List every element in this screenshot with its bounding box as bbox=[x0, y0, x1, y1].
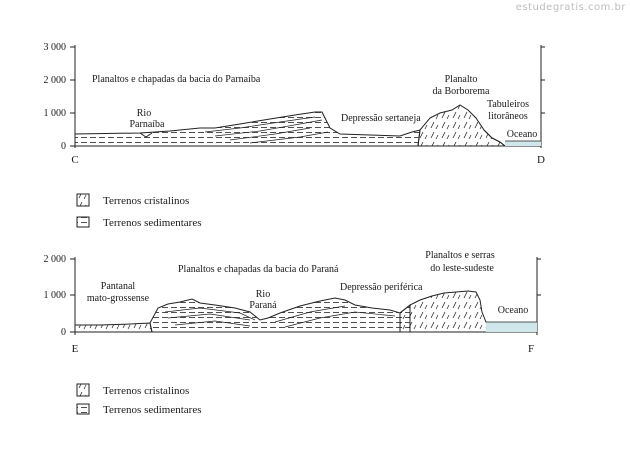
y-tick-0-b: 0 bbox=[61, 327, 66, 338]
legend-label-cristalinos-2: Terrenos cristalinos bbox=[103, 385, 189, 397]
legend-1: Terrenos cristalinos Terrenos sedimentar… bbox=[76, 193, 202, 229]
y-tick-2000-b: 2 000 bbox=[44, 254, 67, 265]
legend-label-sedimentares-1: Terrenos sedimentares bbox=[103, 217, 202, 229]
sedimentary-terrain-2 bbox=[149, 297, 411, 333]
watermark: estudegratis.com.br bbox=[515, 2, 626, 13]
label-planaltos-parnaiba: Planaltos e chapadas da bacia do Parnaíb… bbox=[92, 74, 261, 85]
y-tick-1000-b: 1 000 bbox=[44, 290, 67, 301]
label-planaltos-parana: Planaltos e chapadas da bacia do Paraná bbox=[178, 264, 339, 275]
label-oceano-2: Oceano bbox=[498, 305, 529, 316]
legend-label-cristalinos-1: Terrenos cristalinos bbox=[103, 195, 189, 207]
label-pantanal-1: Pantanal bbox=[101, 281, 136, 292]
coastal-tableland-1 bbox=[483, 129, 506, 147]
legend-label-sedimentares-2: Terrenos sedimentares bbox=[103, 404, 202, 416]
legend-swatch-sedimentares-1 bbox=[76, 216, 90, 228]
legend-swatch-cristalinos-1 bbox=[76, 193, 90, 207]
y-tick-2000: 2 000 bbox=[44, 75, 67, 86]
legend-2: Terrenos cristalinos Terrenos sedimentar… bbox=[76, 383, 202, 416]
endpoint-c: C bbox=[71, 154, 78, 166]
endpoint-e: E bbox=[72, 343, 79, 355]
label-borborema-2: da Borborema bbox=[433, 86, 490, 97]
legend-swatch-cristalinos-2 bbox=[76, 383, 90, 397]
plateau-layers-1 bbox=[204, 116, 329, 144]
y-tick-0: 0 bbox=[61, 141, 66, 152]
pantanal-basement bbox=[74, 322, 153, 333]
ocean-1 bbox=[505, 141, 541, 146]
label-borborema-1: Planalto bbox=[445, 74, 478, 85]
label-serras-1: Planaltos e serras bbox=[425, 250, 495, 261]
label-oceano-1: Oceano bbox=[507, 129, 538, 140]
ocean-2 bbox=[486, 322, 537, 332]
label-rio-parnaiba-2: Parnaíba bbox=[130, 119, 166, 130]
endpoint-f: F bbox=[528, 343, 534, 355]
legend-swatch-sedimentares-2 bbox=[76, 403, 90, 415]
profile-e-f: 2 000 1 000 0 Pantanal mato-grossense Pl… bbox=[44, 250, 541, 355]
label-rio-parnaiba-1: Rio bbox=[137, 108, 151, 119]
label-serras-2: do leste-sudeste bbox=[430, 263, 494, 274]
label-depressao-sertaneja: Depressão sertaneja bbox=[341, 113, 421, 124]
plateau-layers-2 bbox=[164, 305, 396, 328]
label-tabuleiros-2: litorâneos bbox=[488, 111, 528, 122]
label-depressao-periferica: Depressão periférica bbox=[340, 282, 423, 293]
label-pantanal-2: mato-grossense bbox=[87, 293, 150, 304]
label-rio-parana-2: Paraná bbox=[249, 300, 277, 311]
label-tabuleiros-1: Tabuleiros bbox=[487, 99, 529, 110]
river-parnaiba-valley bbox=[139, 132, 153, 138]
profile-c-d: 3 000 2 000 1 000 0 Planaltos e chapadas… bbox=[44, 42, 546, 166]
crystalline-terrain-2 bbox=[399, 290, 497, 333]
endpoint-d: D bbox=[537, 154, 545, 166]
label-rio-parana-1: Rio bbox=[256, 289, 270, 300]
y-tick-1000: 1 000 bbox=[44, 108, 67, 119]
y-tick-3000: 3 000 bbox=[44, 42, 67, 53]
